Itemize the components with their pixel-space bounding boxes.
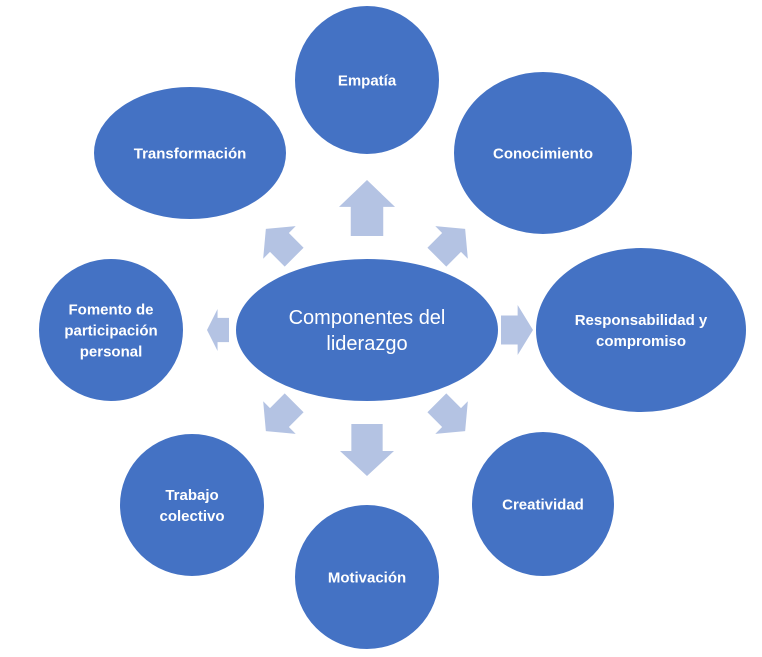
node-creatividad: Creatividad: [470, 430, 616, 578]
node-creatividad-label: Creatividad: [502, 496, 584, 513]
arrow-down-left-icon: [263, 393, 304, 434]
node-fomento-shape: [37, 257, 185, 403]
node-responsabilidad-label: Responsabilidad y: [575, 312, 708, 329]
arrow-up-icon: [339, 180, 395, 236]
node-trabajo: Trabajo colectivo: [118, 432, 266, 578]
node-fomento-label: participación: [64, 322, 157, 339]
node-transformacion: Transformación: [92, 85, 288, 221]
node-fomento-label: personal: [80, 343, 143, 360]
node-motivacion-shape: [293, 503, 441, 651]
node-motivacion-label: Motivación: [328, 569, 406, 586]
node-conocimiento-shape: [452, 70, 634, 236]
arrow-up-right-icon: [427, 226, 468, 267]
node-empatia-shape: [293, 4, 441, 156]
node-responsabilidad-label: compromiso: [596, 333, 686, 350]
arrow-up-left-icon: [263, 226, 304, 267]
node-responsabilidad-shape: [534, 246, 748, 414]
arrow-left-icon: [207, 309, 229, 351]
node-trabajo-shape: [118, 432, 266, 578]
arrow-down-right-icon: [427, 393, 468, 434]
node-trabajo-label: Trabajo: [165, 487, 218, 504]
center-node-shape: [234, 257, 500, 403]
node-trabajo-label: colectivo: [159, 508, 224, 525]
node-fomento: Fomento de participación personal: [37, 257, 185, 403]
arrow-right-icon: [501, 305, 533, 355]
center-node: Componentes del liderazgo: [234, 257, 500, 403]
node-motivacion: Motivación: [293, 503, 441, 651]
node-transformacion-shape: [92, 85, 288, 221]
node-fomento-label: Fomento de: [69, 301, 154, 318]
node-responsabilidad: Responsabilidad y compromiso: [534, 246, 748, 414]
node-conocimiento-label: Conocimiento: [493, 145, 593, 162]
center-node-label: Componentes del: [289, 307, 446, 329]
arrow-down-icon: [340, 424, 394, 476]
node-empatia: Empatía: [293, 4, 441, 156]
center-node-label: liderazgo: [326, 333, 407, 355]
node-transformacion-label: Transformación: [134, 145, 247, 162]
node-empatia-label: Empatía: [338, 72, 397, 89]
node-conocimiento: Conocimiento: [452, 70, 634, 236]
node-creatividad-shape: [470, 430, 616, 578]
